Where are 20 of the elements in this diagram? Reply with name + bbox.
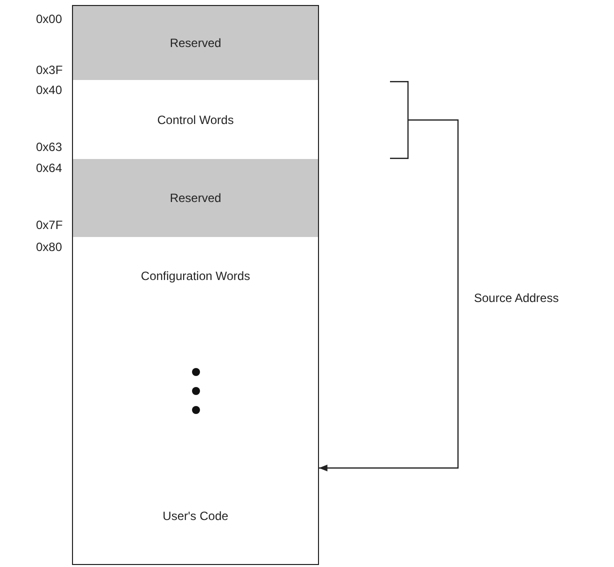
bracket bbox=[389, 81, 409, 159]
address-label: 0x63 bbox=[36, 140, 62, 154]
address-label: 0x40 bbox=[36, 83, 62, 97]
address-label: 0x80 bbox=[36, 240, 62, 254]
memory-region bbox=[72, 237, 319, 316]
region-label: User's Code bbox=[162, 509, 228, 523]
address-label: 0x64 bbox=[36, 161, 62, 175]
address-label: 0x7F bbox=[36, 218, 63, 232]
edge-label: Source Address bbox=[474, 291, 559, 305]
memory-region bbox=[72, 159, 319, 238]
region-label: Reserved bbox=[170, 36, 222, 50]
memory-region bbox=[72, 468, 319, 565]
memory-region bbox=[72, 5, 319, 81]
region-label: Configuration Words bbox=[140, 269, 250, 283]
address-label: 0x00 bbox=[36, 12, 62, 26]
region-label: Reserved bbox=[170, 191, 222, 205]
region-label: Control Words bbox=[157, 112, 234, 126]
arrow bbox=[319, 119, 459, 472]
address-label: 0x3F bbox=[36, 63, 63, 77]
memory-region bbox=[72, 80, 319, 160]
